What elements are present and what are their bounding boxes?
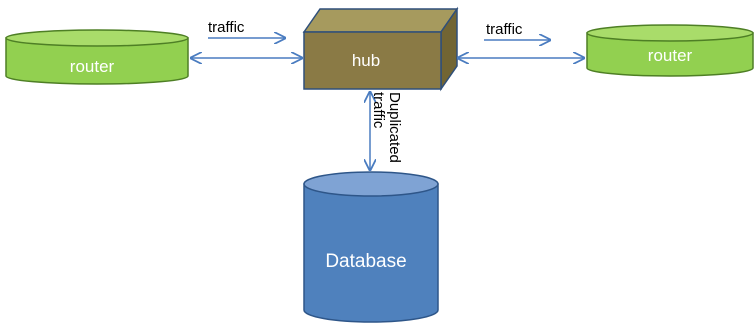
left-traffic-label: traffic <box>208 19 245 36</box>
router-left-label: router <box>70 57 115 76</box>
router-right-label: router <box>648 46 693 65</box>
router-left-body <box>5 37 189 85</box>
duplicated-traffic-label-line2: traffic <box>370 92 387 129</box>
router-right-body <box>586 32 754 77</box>
hub-label: hub <box>352 51 380 70</box>
hub-node[interactable]: hub <box>302 6 459 92</box>
database-body <box>303 183 439 323</box>
duplicated-traffic-label: Duplicated traffic <box>370 92 403 163</box>
database-node[interactable]: Database <box>303 171 439 323</box>
router-right-top <box>586 24 754 42</box>
router-left-node[interactable]: router <box>5 29 189 85</box>
router-right-node[interactable]: router <box>586 24 754 77</box>
right-traffic-label: traffic <box>486 21 523 38</box>
database-label: Database <box>325 251 406 272</box>
hub-front-face <box>303 31 442 90</box>
router-left-top <box>5 29 189 47</box>
hub-top-face <box>302 8 459 33</box>
database-top <box>303 171 439 197</box>
duplicated-traffic-label-line1: Duplicated <box>386 92 403 163</box>
